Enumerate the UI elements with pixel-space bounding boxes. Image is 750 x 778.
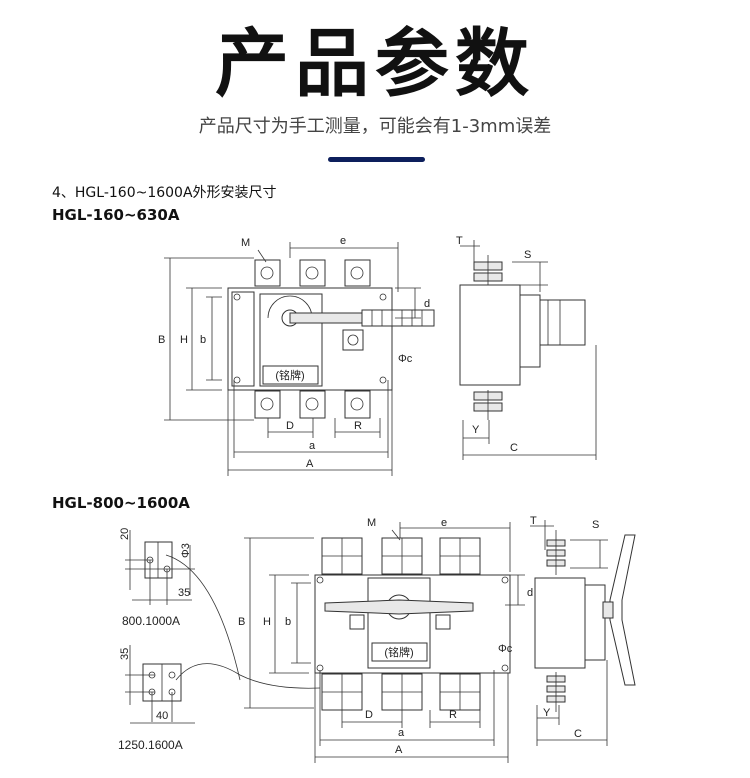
dim-B: B [158,334,165,346]
detail2-dim-width: 40 [156,710,168,722]
page-subtitle: 产品尺寸为手工测量，可能会有1-3mm误差 [198,116,552,137]
diagram2-front-view: (铭牌) M e B H b d Φc D R a A [238,517,533,763]
dim-Y: Y [472,424,480,436]
dim-d-2: d [527,587,533,599]
dim-M: M [241,237,250,249]
dim-C-2: C [574,728,582,740]
dim-b: b [200,334,206,346]
diagram2-side-view: T S Y C [530,515,636,746]
dim-T-2: T [530,515,537,527]
page-title: 产品参数 [215,21,535,107]
dim-S-2: S [592,519,599,531]
terminal-top [254,259,371,287]
detail1-dim-hole: Φ3 [180,543,192,558]
terminal-block-top [321,537,481,575]
title-divider [328,157,425,162]
diagram1-title: HGL-160~630A [52,206,180,224]
dim-H: H [180,334,188,346]
terminal-detail-800-1000A: 20 Φ3 35 800.1000A [119,528,241,681]
dim-A-2: A [395,744,403,756]
diagram1-front-view: (铭牌) M e B H b d Φc D R a A [158,235,435,476]
dim-a: a [309,440,316,452]
dim-H-2: H [263,616,271,628]
dim-S: S [524,249,531,261]
dim-phic: Φc [398,353,413,365]
dim-D-2: D [365,709,373,721]
dim-Y-2: Y [543,707,551,719]
detail1-dim-side: 35 [178,587,190,599]
dim-a-2: a [398,727,405,739]
dim-phic-2: Φc [498,643,513,655]
terminal-bottom [254,390,371,419]
dim-e: e [340,235,346,247]
section-heading: 4、HGL-160~1600A外形安装尺寸 [52,185,277,201]
diagram1-side-view: T S Y C [456,235,597,460]
detail1-caption: 800.1000A [122,614,180,628]
detail2-dim-top: 35 [119,648,131,660]
dim-T: T [456,235,463,247]
dim-D: D [286,420,294,432]
terminal-block-bottom [321,673,481,711]
dim-d: d [424,298,430,310]
dim-R-2: R [449,709,457,721]
nameplate-label-2: (铭牌) [384,645,413,659]
detail2-caption: 1250.1600A [118,738,183,752]
dim-B-2: B [238,616,245,628]
terminal-detail-1250-1600A: 35 40 1250.1600A [118,645,321,752]
dim-M-2: M [367,517,376,529]
dim-e-2: e [441,517,447,529]
dim-b-2: b [285,616,291,628]
diagram2-title: HGL-800~1600A [52,494,190,512]
dim-A: A [306,458,314,470]
nameplate-label: (铭牌) [275,368,304,382]
dim-C: C [510,442,518,454]
detail1-dim-top: 20 [119,528,131,540]
dim-R: R [354,420,362,432]
